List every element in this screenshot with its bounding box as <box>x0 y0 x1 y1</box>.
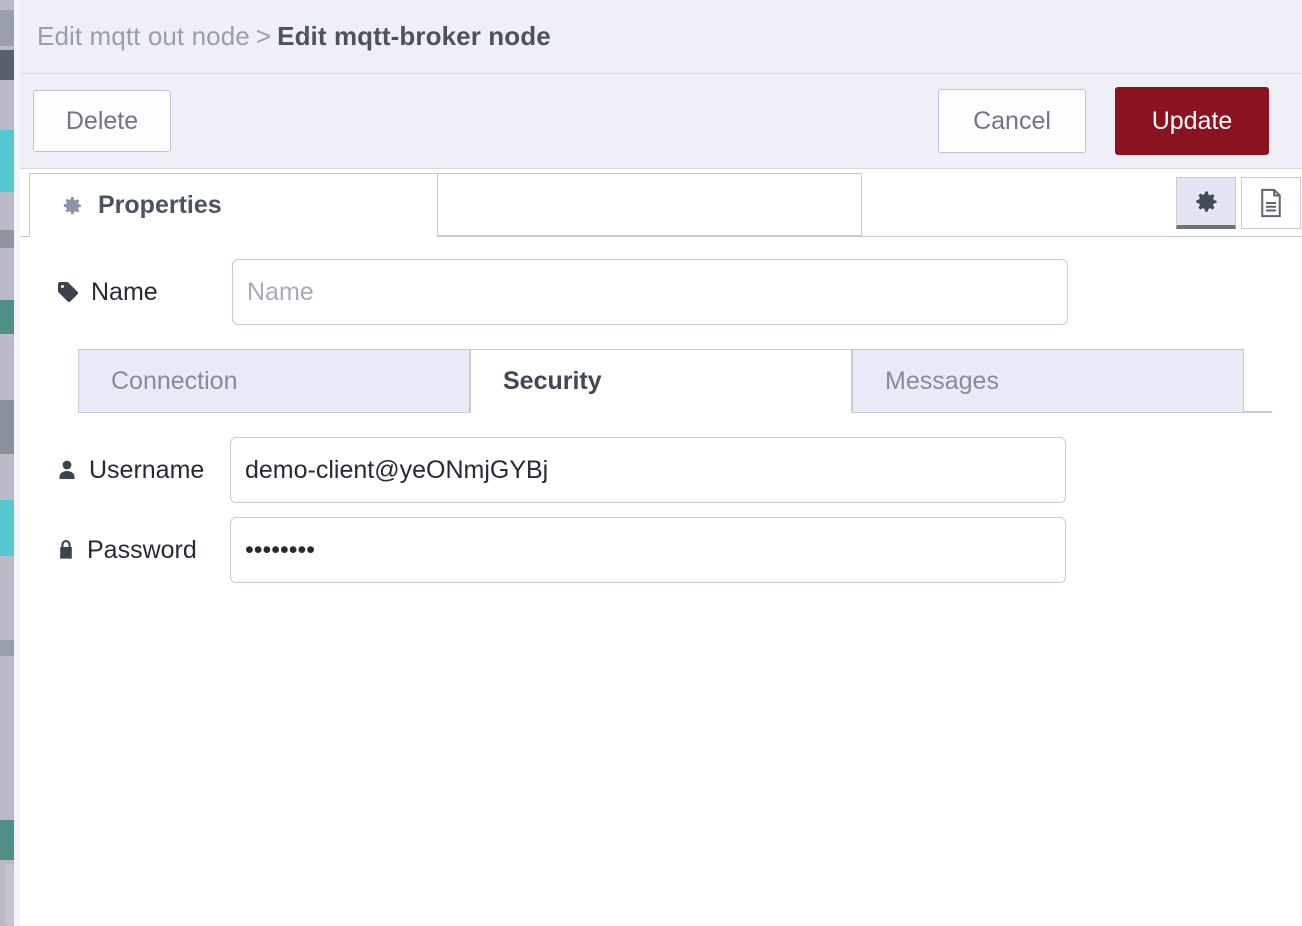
breadcrumb-current: Edit mqtt-broker node <box>277 21 551 51</box>
tag-icon <box>56 280 80 304</box>
node-fragment <box>0 400 14 454</box>
node-fragment <box>0 300 14 334</box>
breadcrumb-separator: > <box>255 21 272 51</box>
gear-icon <box>60 194 84 218</box>
gear-icon <box>1192 188 1220 216</box>
password-label: Password <box>20 517 230 583</box>
name-input[interactable] <box>232 259 1068 325</box>
security-subtab-bar: Connection Security Messages <box>20 347 1302 413</box>
subtab-security[interactable]: Security <box>470 349 852 413</box>
tab-properties-label: Properties <box>98 191 222 219</box>
dialog-body: Name Connection Security Messages <box>20 237 1302 926</box>
tab-strip: Properties <box>20 169 1302 237</box>
password-row: Password <box>20 517 1302 583</box>
canvas-scrollbar[interactable] <box>5 864 14 926</box>
subtab-messages[interactable]: Messages <box>852 349 1244 413</box>
node-fragment <box>0 10 14 46</box>
node-fragment <box>0 130 14 192</box>
node-fragment <box>0 230 14 248</box>
name-label-text: Name <box>91 277 158 306</box>
lock-icon <box>56 538 76 562</box>
credentials-block: Username Password <box>20 437 1302 583</box>
password-input[interactable] <box>230 517 1066 583</box>
username-row: Username <box>20 437 1302 503</box>
document-tool-button[interactable] <box>1241 177 1301 229</box>
cancel-button[interactable]: Cancel <box>938 89 1086 153</box>
dialog-toolbar: Delete Cancel Update <box>20 74 1302 169</box>
username-label-text: Username <box>89 455 205 484</box>
canvas-backdrop <box>0 0 20 926</box>
tab-strip-filler <box>428 173 862 236</box>
node-fragment <box>0 640 14 656</box>
breadcrumb: Edit mqtt out node>Edit mqtt-broker node <box>37 21 551 52</box>
update-button[interactable]: Update <box>1115 87 1269 155</box>
gear-tool-button[interactable] <box>1176 177 1236 229</box>
name-label: Name <box>20 259 230 325</box>
name-row: Name <box>20 259 1302 325</box>
edit-node-dialog: Edit mqtt out node>Edit mqtt-broker node… <box>20 0 1302 926</box>
node-fragment <box>0 500 14 556</box>
password-label-text: Password <box>87 535 197 564</box>
tab-properties[interactable]: Properties <box>29 173 438 237</box>
user-icon <box>56 458 78 482</box>
node-fragment <box>0 820 14 860</box>
breadcrumb-parent[interactable]: Edit mqtt out node <box>37 21 250 51</box>
node-fragment <box>0 50 14 80</box>
dialog-header: Edit mqtt out node>Edit mqtt-broker node <box>20 0 1302 74</box>
subtab-connection[interactable]: Connection <box>78 349 470 413</box>
delete-button[interactable]: Delete <box>33 90 171 152</box>
document-icon <box>1258 188 1284 218</box>
username-label: Username <box>20 437 230 503</box>
username-input[interactable] <box>230 437 1066 503</box>
